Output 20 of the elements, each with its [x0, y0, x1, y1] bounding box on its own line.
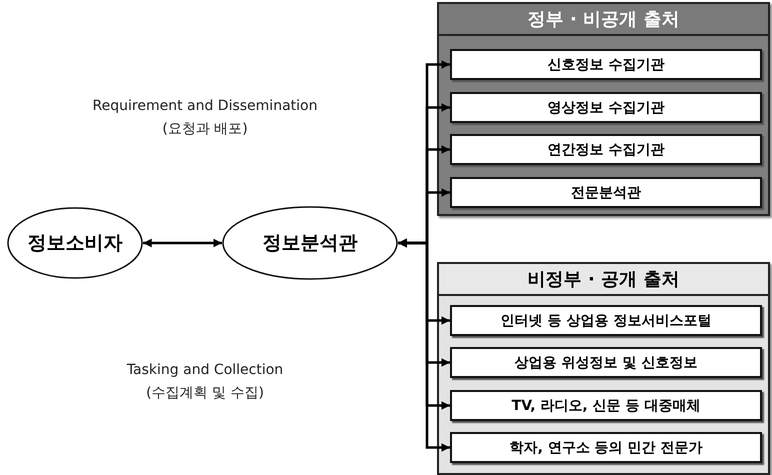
arrow [398, 238, 450, 452]
process-box: 전문분석관 [450, 177, 762, 208]
process-box: 학자, 연구소 등의 민간 전문가 [450, 432, 762, 463]
annotation-text: Requirement and Dissemination [92, 98, 318, 114]
process-box: 연간정보 수집기관 [450, 134, 762, 165]
annotation-text: (요청과 배포) [161, 120, 249, 138]
source-panel [437, 2, 770, 216]
source-panel [437, 262, 770, 475]
panel-header: 정부 · 비공개 출처 [439, 4, 768, 36]
process-box: 인터넷 등 상업용 정보서비스포털 [450, 305, 762, 336]
annotation-text: (수집계획 및 수집) [145, 384, 265, 402]
node-label: 정보소비자 [28, 231, 122, 256]
process-box: TV, 라디오, 신문 등 대중매체 [450, 390, 762, 421]
process-box: 신호정보 수집기관 [450, 49, 762, 80]
node-label: 정보분석관 [262, 231, 358, 256]
panel-header: 비정부 · 공개 출처 [439, 264, 768, 296]
arrow [143, 238, 222, 248]
process-box: 영상정보 수집기관 [450, 92, 762, 123]
process-box: 상업용 위성정보 및 신호정보 [450, 347, 762, 378]
annotation-text: Tasking and Collection [126, 362, 284, 378]
